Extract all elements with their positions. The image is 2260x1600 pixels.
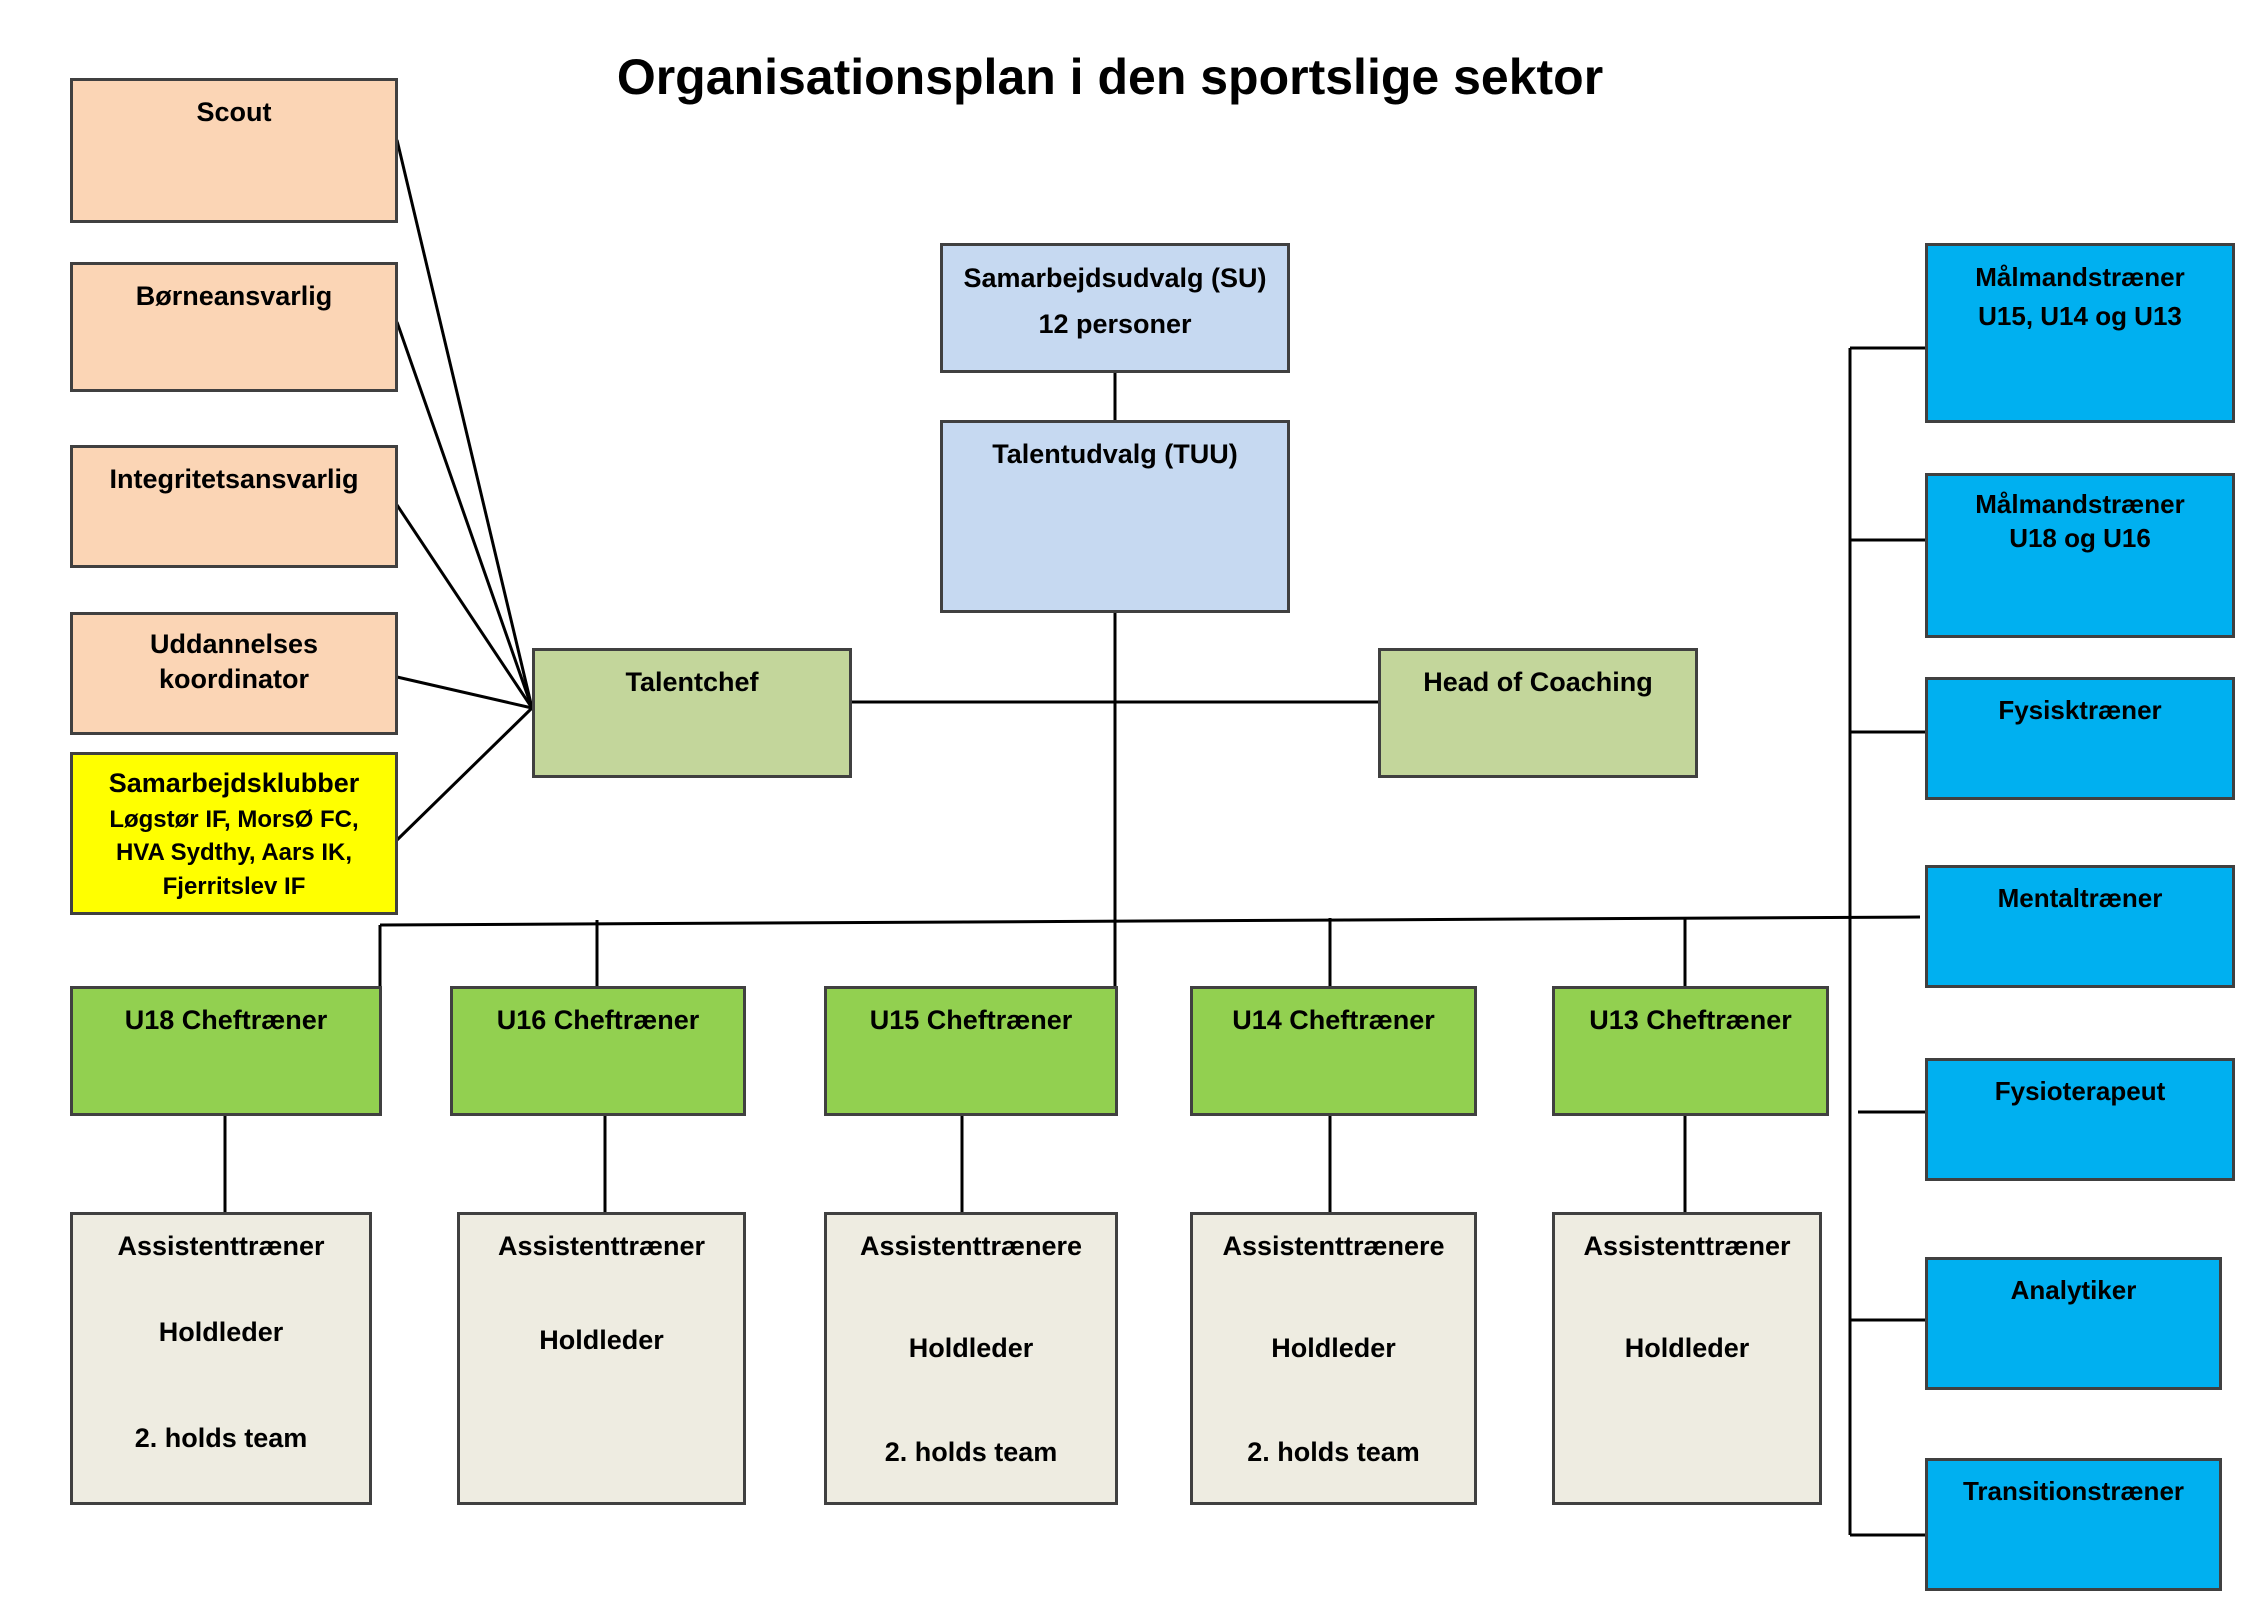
box-u16-cheftraener: U16 Cheftræner: [450, 986, 746, 1116]
label-spec-1-detail: U15, U14 og U13: [1978, 301, 2182, 331]
box-u16-staff: Assistenttræner Holdleder: [457, 1212, 746, 1505]
label-u18-2-holds: 2. holds team: [134, 1423, 308, 1453]
box-uddannelses-koordinator: Uddannelses koordinator: [70, 612, 398, 735]
box-talentudvalg: Talentudvalg (TUU): [940, 420, 1290, 613]
connector-scout: [395, 139, 534, 709]
label-spec-2-detail: U18 og U16: [2009, 522, 2151, 553]
label-u15-2-holds: 2. holds team: [884, 1437, 1058, 1467]
label-u18-coach: U18 Cheftræner: [124, 1005, 328, 1035]
box-fysioterapeut: Fysioterapeut: [1925, 1058, 2235, 1181]
box-u15-staff: Assistenttrænere Holdleder 2. holds team: [824, 1212, 1118, 1505]
label-integritetsansvarlig: Integritetsansvarlig: [109, 464, 359, 494]
box-u18-staff: Assistenttræner Holdleder 2. holds team: [70, 1212, 372, 1505]
label-u14-coach: U14 Cheftræner: [1232, 1005, 1435, 1035]
box-u14-cheftraener: U14 Cheftræner: [1190, 986, 1477, 1116]
label-head-of-coaching: Head of Coaching: [1423, 667, 1653, 697]
connector-uddannelse: [396, 675, 533, 710]
label-su-name: Samarbejdsudvalg (SU): [963, 263, 1267, 293]
box-scout: Scout: [70, 78, 398, 223]
box-talentchef: Talentchef: [532, 648, 852, 778]
label-fysioterapeut: Fysioterapeut: [1994, 1076, 2166, 1106]
label-u16-assistant: Assistenttræner: [497, 1231, 706, 1261]
label-u18-holdleder: Holdleder: [158, 1317, 284, 1347]
label-u16-holdleder: Holdleder: [539, 1325, 664, 1355]
label-u13-assistant: Assistenttræner: [1583, 1231, 1791, 1261]
label-scout: Scout: [196, 97, 272, 127]
label-u18-assistant: Assistenttræner: [117, 1231, 325, 1261]
label-u15-assistants: Assistenttrænere: [859, 1231, 1083, 1261]
box-borneansvarlig: Børneansvarlig: [70, 262, 398, 392]
connector-main-bus: [379, 915, 1921, 927]
label-clubs-line-1: Løgstør IF, MorsØ FC,: [109, 805, 359, 833]
box-u18-cheftraener: U18 Cheftræner: [70, 986, 382, 1116]
label-samarbejdsklubber: Samarbejdsklubber: [108, 768, 360, 798]
label-talentchef: Talentchef: [625, 667, 759, 697]
label-clubs-line-2: HVA Sydthy, Aars IK,: [115, 839, 353, 867]
box-malmandstraener-u18-u16: Målmandstræner U18 og U16: [1925, 473, 2235, 638]
box-head-of-coaching: Head of Coaching: [1378, 648, 1698, 778]
connector-borneansvarlig: [395, 321, 534, 709]
box-transitionstraener: Transitionstræner: [1925, 1458, 2222, 1591]
label-u13-coach: U13 Cheftræner: [1589, 1005, 1792, 1035]
label-tuu: Talentudvalg (TUU): [992, 439, 1238, 469]
label-spec-2-title: Målmandstræner: [1975, 489, 2185, 519]
box-analytiker: Analytiker: [1925, 1257, 2222, 1390]
box-integritetsansvarlig: Integritetsansvarlig: [70, 445, 398, 568]
connector-integritet: [395, 504, 534, 709]
label-u16-coach: U16 Cheftræner: [496, 1005, 700, 1035]
box-u13-cheftraener: U13 Cheftræner: [1552, 986, 1829, 1116]
label-u14-2-holds: 2. holds team: [1247, 1437, 1420, 1467]
label-su-count: 12 personer: [1038, 308, 1192, 339]
label-clubs-line-3: Fjerritslev IF: [162, 872, 306, 900]
box-fysisktraener: Fysisktræner: [1925, 677, 2235, 800]
label-borneansvarlig: Børneansvarlig: [135, 281, 333, 311]
connector-samarbejdsklubber: [395, 706, 534, 842]
label-spec-1-title: Målmandstræner: [1975, 262, 2185, 292]
box-samarbejdsklubber: Samarbejdsklubber Løgstør IF, MorsØ FC, …: [70, 752, 398, 915]
label-u14-assistants: Assistenttrænere: [1222, 1231, 1445, 1261]
label-uddannelses: Uddannelses: [149, 629, 319, 659]
label-fysisktraener: Fysisktræner: [1998, 695, 2162, 725]
label-u15-holdleder: Holdleder: [908, 1333, 1034, 1363]
label-transitionstraener: Transitionstræner: [1962, 1476, 2185, 1506]
label-u15-coach: U15 Cheftræner: [869, 1005, 1073, 1035]
page-title: Organisationsplan i den sportslige sekto…: [616, 49, 1604, 105]
box-u15-cheftraener: U15 Cheftræner: [824, 986, 1118, 1116]
box-u13-staff: Assistenttræner Holdleder: [1552, 1212, 1822, 1505]
box-mentaltraener: Mentaltræner: [1925, 865, 2235, 988]
label-mentaltraener: Mentaltræner: [1997, 883, 2163, 913]
box-u14-staff: Assistenttrænere Holdleder 2. holds team: [1190, 1212, 1477, 1505]
label-u14-holdleder: Holdleder: [1271, 1333, 1396, 1363]
label-u13-holdleder: Holdleder: [1624, 1333, 1750, 1363]
box-samarbejdsudvalg: Samarbejdsudvalg (SU) 12 personer: [940, 243, 1290, 373]
box-malmandstraener-u15-u14-u13: Målmandstræner U15, U14 og U13: [1925, 243, 2235, 423]
label-koordinator: koordinator: [158, 664, 309, 695]
label-analytiker: Analytiker: [2010, 1275, 2137, 1305]
